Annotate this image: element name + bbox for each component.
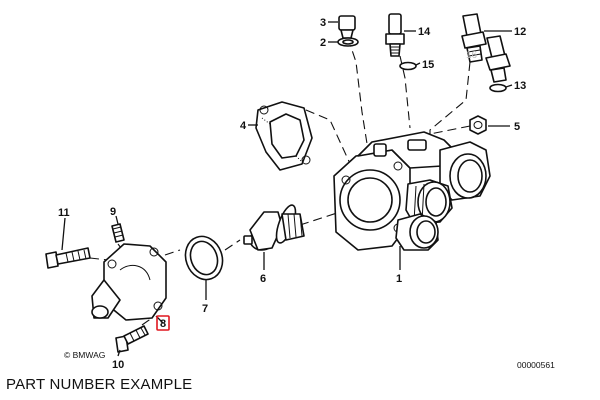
callouts: 3 2 14 16 15 12 13 4 5 1 6 7 9 11 10 8 [58,17,526,370]
part-3-sensor-plug [338,15,356,39]
callout-13[interactable]: 13 [514,80,526,92]
callout-2[interactable]: 2 [320,37,326,49]
callout-3[interactable]: 3 [320,17,326,29]
part-12-temperature-sensor [461,13,487,63]
part-10-bolt [115,325,149,353]
callout-4[interactable]: 4 [240,120,247,132]
part-9-stud-bolt [111,223,125,243]
part-4-gasket [255,101,313,171]
callout-6[interactable]: 6 [260,273,266,285]
part-7-o-ring [184,235,224,281]
callout-9[interactable]: 9 [110,206,116,218]
callout-10[interactable]: 10 [112,359,124,370]
callout-15[interactable]: 15 [422,59,434,71]
callout-11[interactable]: 11 [58,207,70,219]
callout-8-highlight [156,315,170,331]
part-8-thermostat-cover [91,243,167,321]
part-15-sealing-ring [399,61,417,71]
part-1-thermostat-housing [333,131,491,251]
parts-diagram: 3 2 14 16 15 12 13 4 5 1 6 7 9 11 10 8 ©… [45,13,555,370]
copyright: © BMWAG [64,350,105,360]
part-6-thermostat [243,204,305,251]
callout-12[interactable]: 12 [514,26,526,38]
diagram-code: 00000561 [517,360,555,370]
callout-5[interactable]: 5 [514,121,520,133]
part-sensor-right [485,35,511,83]
callout-1[interactable]: 1 [396,273,402,285]
callout-16[interactable]: 16 [466,50,478,61]
part-13-sealing-ring [489,83,507,93]
part-11-bolt [45,247,91,269]
callout-14[interactable]: 14 [418,26,431,38]
part-2-washer [337,37,359,47]
part-14-temperature-sensor [385,13,405,57]
part-5-nut [469,115,487,135]
callout-7[interactable]: 7 [202,303,208,315]
callout-8[interactable]: 8 [160,318,166,330]
caption: PART NUMBER EXAMPLE [6,376,193,393]
